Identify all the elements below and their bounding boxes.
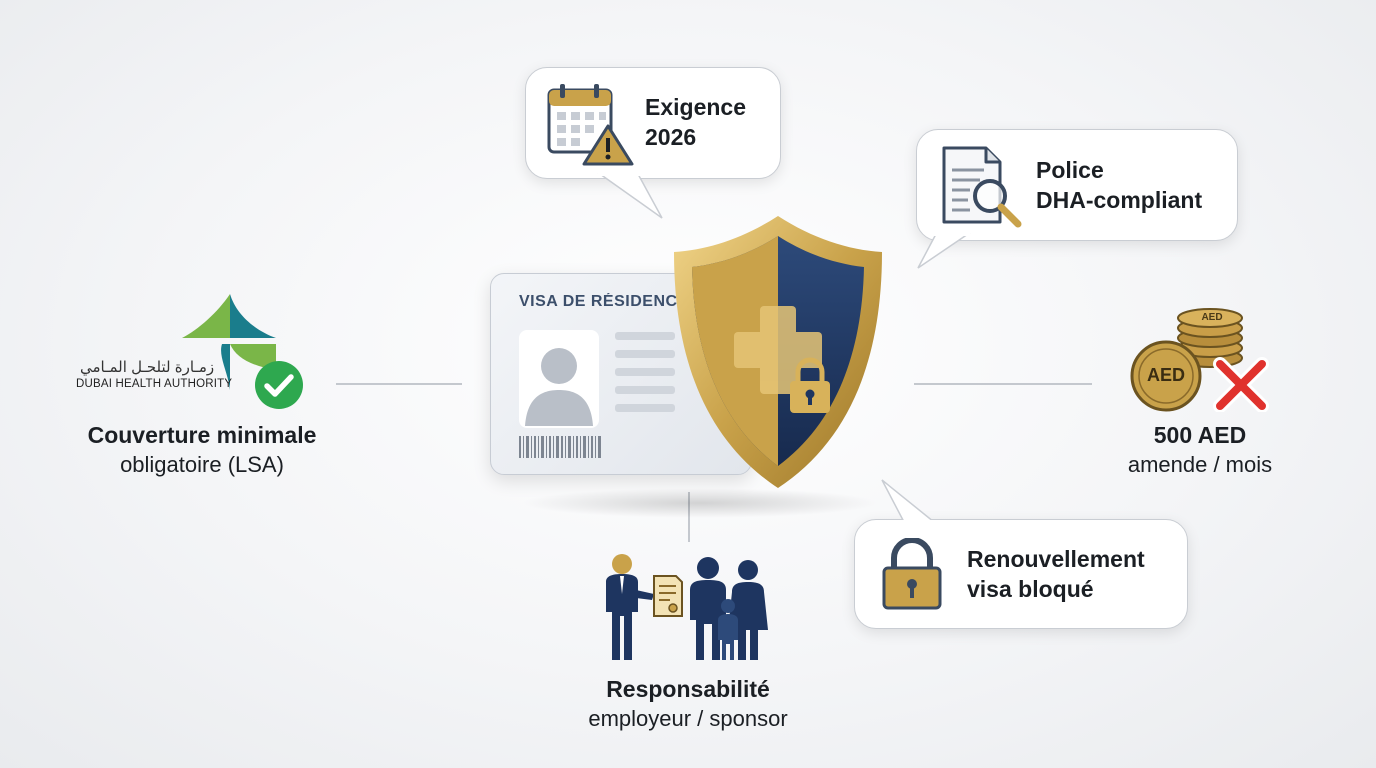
coverage-subtitle: obligatoire (LSA) <box>120 452 284 477</box>
family-sponsor-icon <box>606 554 768 660</box>
center-shadow <box>520 488 880 518</box>
dha-logo-icon <box>182 294 276 390</box>
card-text-line <box>615 386 675 394</box>
connector-bottom <box>688 492 690 542</box>
requirement-text: Exigence 2026 <box>645 94 746 150</box>
card-text-line <box>615 404 675 412</box>
visa-card-title: VISA DE RÉSIDENCE <box>519 293 679 310</box>
fine-amount: 500 AED <box>1153 422 1247 448</box>
card-text-line <box>615 350 675 358</box>
document-search-icon <box>942 146 1022 228</box>
shield-cross-lock-icon <box>674 216 882 488</box>
calendar-warning-icon <box>547 84 634 166</box>
coverage-title: Couverture minimale <box>87 422 317 448</box>
person-photo-icon <box>519 330 599 428</box>
responsibility-subtitle: employeur / sponsor <box>588 706 788 731</box>
requirement-bubble-tail <box>597 171 663 219</box>
policy-bubble-tail <box>917 231 971 269</box>
barcode-icon <box>519 436 601 458</box>
dha-name-arabic: زمـارة لتلحـل المـامي <box>80 359 215 376</box>
coin-label: AED <box>1146 365 1185 385</box>
renewal-bubble-tail <box>881 479 938 526</box>
card-text-line <box>615 332 675 340</box>
renewal-text: Renouvellement visa bloqué <box>967 546 1145 602</box>
fine-period: amende / mois <box>1127 452 1273 477</box>
padlock-icon <box>882 538 942 610</box>
dha-name-english: DUBAI HEALTH AUTHORITY <box>76 378 233 390</box>
responsibility-title: Responsabilité <box>606 676 770 702</box>
card-text-line <box>615 368 675 376</box>
connector-right <box>914 383 1092 385</box>
policy-text: Police DHA-compliant <box>1036 157 1203 213</box>
connector-left <box>336 383 462 385</box>
coin-stack-label: AED <box>1201 312 1223 323</box>
coins-no-icon <box>1130 308 1269 412</box>
check-icon <box>255 361 303 409</box>
